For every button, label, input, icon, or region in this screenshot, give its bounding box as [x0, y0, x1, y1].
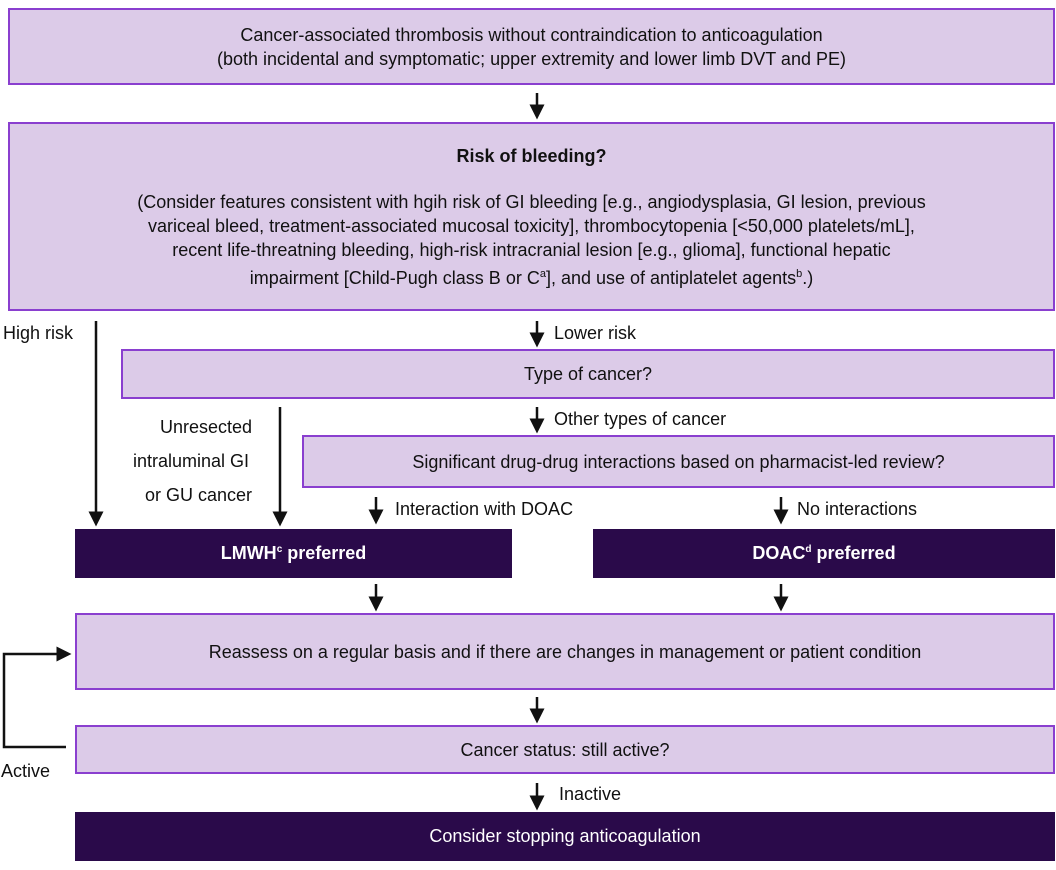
- interaction-doac-label: Interaction with DOAC: [395, 499, 574, 519]
- high-risk-label: High risk: [3, 323, 74, 343]
- bleeding-line3: recent life-threatning bleeding, high-ri…: [172, 239, 891, 260]
- unresected-line3: or GU cancer: [145, 485, 253, 505]
- other-types-label: Other types of cancer: [554, 409, 727, 429]
- bleeding-risk-node: Risk of bleeding? (Consider features con…: [8, 122, 1055, 311]
- interactions-node: Significant drug-drug interactions based…: [302, 435, 1055, 488]
- lmwh-text2: preferred: [282, 543, 367, 563]
- footnote-a: a: [539, 267, 546, 280]
- bleeding-line2: variceal bleed, treatment-associated muc…: [148, 215, 915, 236]
- footnote-d: d: [805, 544, 812, 555]
- bleeding-line4-mid: ], and use of antiplatelet agents: [545, 267, 797, 288]
- footnote-b: b: [796, 267, 803, 280]
- active-label: Active: [1, 761, 51, 781]
- cancer-status-text: Cancer status: still active?: [460, 739, 670, 760]
- no-interactions-label: No interactions: [797, 499, 918, 519]
- start-node: Cancer-associated thrombosis without con…: [8, 8, 1055, 85]
- inactive-label: Inactive: [559, 784, 622, 804]
- stop-text: Consider stopping anticoagulation: [429, 826, 701, 846]
- reassess-node: Reassess on a regular basis and if there…: [75, 613, 1055, 690]
- footnote-c: c: [276, 544, 283, 555]
- lower-risk-label: Lower risk: [554, 323, 637, 343]
- lmwh-text: LMWH: [220, 543, 277, 563]
- lmwh-preferred-node: LMWHc preferred: [75, 529, 512, 578]
- bleeding-title: Risk of bleeding?: [456, 145, 607, 166]
- lmwh-label: LMWHc preferred: [221, 543, 367, 564]
- arrow-active-loop: [2, 646, 72, 749]
- interactions-text: Significant drug-drug interactions based…: [412, 451, 945, 472]
- doac-label: DOACd preferred: [752, 543, 895, 564]
- unresected-line2: intraluminal GI: [133, 451, 250, 471]
- start-line1: Cancer-associated thrombosis without con…: [240, 24, 823, 45]
- doac-text2: preferred: [811, 543, 896, 563]
- unresected-line1: Unresected: [160, 417, 253, 437]
- bleeding-line1: (Consider features consistent with hgih …: [137, 191, 926, 212]
- cancer-status-node: Cancer status: still active?: [75, 725, 1055, 774]
- bleeding-line4-pre: impairment [Child-Pugh class B or C: [249, 267, 540, 288]
- cancer-type-node: Type of cancer?: [121, 349, 1055, 399]
- cancer-type-text: Type of cancer?: [523, 364, 653, 384]
- stop-anticoagulation-node: Consider stopping anticoagulation: [75, 812, 1055, 861]
- bleeding-line4: impairment [Child-Pugh class B or Ca], a…: [137, 262, 925, 290]
- doac-text: DOAC: [752, 543, 806, 563]
- bleeding-line4-post: .): [802, 267, 814, 288]
- start-line2: (both incidental and symptomatic; upper …: [217, 48, 846, 69]
- doac-preferred-node: DOACd preferred: [593, 529, 1055, 578]
- reassess-text: Reassess on a regular basis and if there…: [208, 641, 922, 662]
